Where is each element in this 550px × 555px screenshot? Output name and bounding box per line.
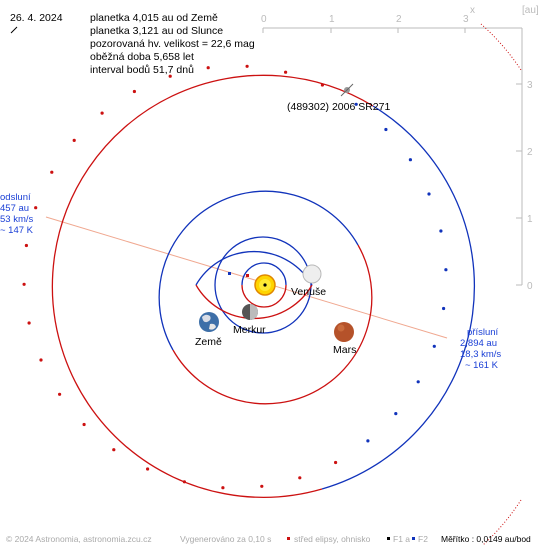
orbit-point [50,170,54,174]
orbit-point [132,89,136,94]
info-line-distance-sun: planetka 3,121 au od Slunce [90,25,224,37]
earth-orbit [195,250,313,286]
x-tick-label: 2 [396,14,402,25]
mercury-planet [242,304,258,320]
perihelion-title: přísluní [467,327,499,338]
ellipse-center-marker [246,274,249,277]
info-line-distance-earth: planetka 4,015 au od Země [90,12,218,24]
orbit-point [22,282,26,286]
orbit-point [245,64,249,68]
orbit-point [58,392,62,396]
date-label: 26. 4. 2024 [10,12,63,24]
sun [254,274,276,296]
mars-planet [334,322,354,342]
asteroid-label: (489302) 2006 SR271 [287,101,390,113]
info-line-period: oběžná doba 5,658 let [90,51,194,63]
center-legend-marker [287,537,290,540]
x-axis-label: x [470,5,475,16]
orbit-point [320,83,324,87]
perihelion-distance: 2,894 au [460,338,497,349]
info-line-magnitude: pozorovaná hv. velikost = 22,6 mag [90,38,255,50]
orbit-point [444,268,448,272]
orbit-point [112,448,116,452]
orbit-point [416,380,420,384]
outer-arc [480,23,522,71]
orbit-point [354,102,358,106]
asteroid-orbit [51,74,476,498]
orbit-point [27,321,31,325]
y-tick-label: 3 [527,80,533,91]
perihelion-info: přísluní 2,894 au 18,3 km/s ~ 161 K [460,327,501,371]
aphelion-title: odsluní [0,192,31,203]
aphelion-speed: 53 km/s [0,214,34,225]
orbit-point [182,480,186,484]
orbit-point [432,344,436,348]
mars-label: Mars [333,344,356,356]
venus-label: Venuše [291,286,326,298]
mars-orbit [172,244,373,405]
coordinate-frame: 0 1 2 3 x [au] 3 2 1 0 [261,5,539,292]
orbit-point [427,192,431,196]
orbit-point [168,74,172,78]
aphelion-distance: 457 au [0,203,29,214]
venus-planet [302,264,322,284]
venus-orbit [214,236,312,334]
perihelion-speed: 18,3 km/s [460,349,501,360]
f1-legend-text: F1 a [393,534,410,544]
center-legend-text: střed elipsy, ohnisko [294,534,371,544]
orbit-point [442,306,446,311]
focus-f2-marker [228,272,231,275]
mercury-orbit [241,262,287,286]
y-tick-label: 0 [527,281,533,292]
aphelion-info: odsluní 457 au 53 km/s ~ 147 K [0,192,34,236]
aphelion-temperature: ~ 147 K [0,225,34,236]
asteroid-marker [340,83,354,97]
orbit-point [334,460,338,465]
x-tick-label: 0 [261,14,267,25]
y-tick-label: 1 [527,214,533,225]
x-tick-label: 1 [329,14,335,25]
footer: © 2024 Astronomia, astronomia.zcu.cz Vyg… [6,534,531,544]
orbit-point [439,229,443,233]
f2-legend-marker [412,537,415,540]
mars-orbit [158,190,359,351]
orbit-interval-points [22,64,448,490]
generated-text: Vygenerováno za 0,10 s [180,534,271,544]
orbit-point [82,422,86,427]
orbit-point [72,138,76,142]
orbit-point [260,484,264,488]
earth-planet [199,312,219,332]
info-line-interval: interval bodů 51,7 dnů [90,64,194,76]
orbit-point [298,476,302,480]
apsis-line [45,216,448,339]
orbit-point [24,243,28,248]
orbit-point [39,358,43,362]
mercury-orbit [241,284,287,308]
scale-text: Měřítko : 0,0149 au/bod [441,534,531,544]
planet-orbits [158,190,373,405]
orbit-point [206,66,210,70]
earth-label: Země [195,336,222,348]
orbit-point [366,439,370,443]
orbit-point [408,158,412,162]
perihelion-temperature: ~ 161 K [465,360,499,371]
unit-label: [au] [522,5,539,16]
orbit-point [100,111,104,115]
orbit-point [394,412,398,416]
mercury-label: Merkur [233,324,266,336]
f1-legend-marker [387,537,390,540]
x-tick-label: 3 [463,14,469,25]
y-tick-label: 2 [527,147,533,158]
orbit-point [34,206,38,210]
direction-tick [10,26,18,34]
f2-legend-text: F2 [418,534,428,544]
copyright-text: © 2024 Astronomia, astronomia.zcu.cz [6,534,152,544]
orbit-point [284,70,288,74]
orbit-point [146,467,150,471]
orbit-point [384,127,388,132]
orbit-point [221,486,225,490]
